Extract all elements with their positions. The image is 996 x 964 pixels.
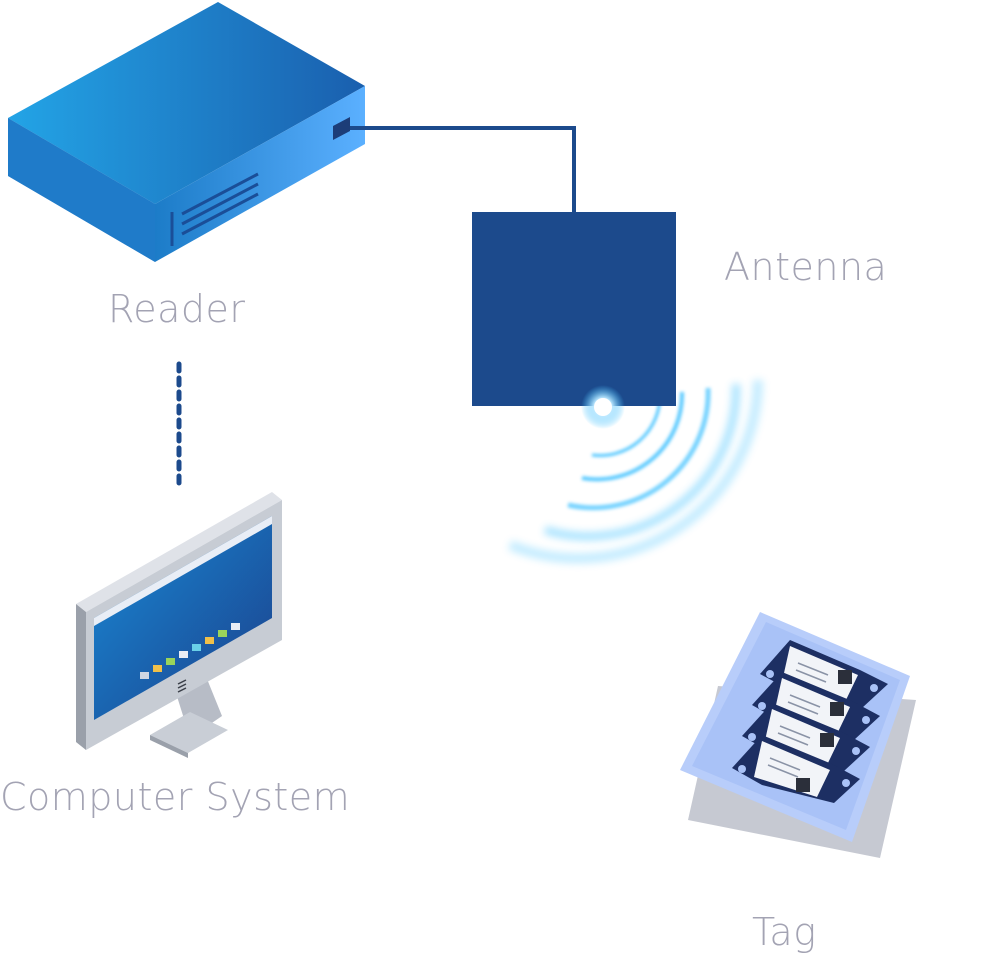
computer-icon [76, 492, 282, 758]
reader-label: Reader [108, 287, 246, 331]
reader-antenna-cable [350, 126, 576, 214]
antenna-icon [472, 212, 676, 406]
computer-system-label: Computer System [0, 775, 351, 819]
tag-icon [680, 612, 916, 858]
radio-wave-icon [508, 379, 763, 564]
tag-item [732, 735, 860, 803]
tag-label: Tag [752, 910, 817, 954]
reader-icon [8, 2, 365, 262]
antenna-label: Antenna [724, 245, 888, 289]
